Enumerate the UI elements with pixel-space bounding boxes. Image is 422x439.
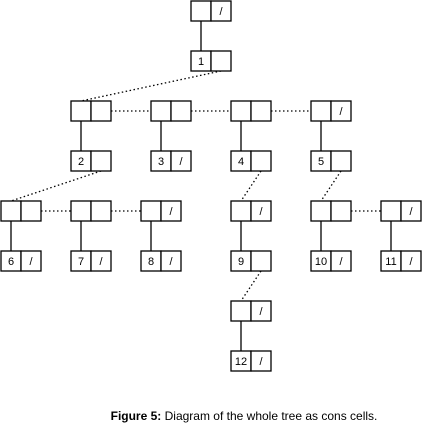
cdr-nil-marker: / bbox=[339, 106, 343, 118]
car-box bbox=[310, 200, 332, 222]
figure-caption-text: Diagram of the whole tree as cons cells. bbox=[164, 409, 378, 423]
figure-caption: Figure 5: Diagram of the whole tree as c… bbox=[0, 409, 422, 423]
car-box bbox=[70, 100, 92, 122]
car-box bbox=[190, 0, 212, 22]
car-label: 12 bbox=[235, 356, 247, 368]
cdr-box bbox=[400, 250, 422, 272]
cons-cell: 6/ bbox=[0, 250, 42, 272]
cdr-box bbox=[330, 100, 352, 122]
car-box bbox=[230, 100, 252, 122]
cons-cell: 10 / bbox=[310, 250, 352, 272]
cdr-box bbox=[250, 200, 272, 222]
cons-cell bbox=[70, 100, 112, 122]
cdr-box bbox=[210, 50, 232, 72]
car-box bbox=[310, 100, 332, 122]
cons-cell: / bbox=[140, 200, 182, 222]
cons-cell: / bbox=[230, 200, 272, 222]
cons-cell bbox=[230, 100, 272, 122]
car-label: 6 bbox=[8, 256, 14, 268]
cons-cell bbox=[0, 200, 42, 222]
cdr-box bbox=[400, 200, 422, 222]
cons-cell: 2 bbox=[70, 150, 112, 172]
car-label: 11 bbox=[385, 256, 396, 268]
car-label: 2 bbox=[78, 156, 84, 168]
cons-cell: 3/ bbox=[150, 150, 192, 172]
cdr-box bbox=[20, 250, 42, 272]
cdr-nil-marker: / bbox=[409, 206, 413, 218]
car-label: 7 bbox=[78, 256, 84, 268]
cdr-box bbox=[210, 0, 232, 22]
car-box bbox=[380, 200, 402, 222]
cdr-box bbox=[170, 150, 192, 172]
cdr-nil-marker: / bbox=[219, 6, 223, 18]
cdr-nil-marker: / bbox=[409, 256, 413, 268]
car-box bbox=[230, 200, 252, 222]
car-label: 8 bbox=[148, 256, 154, 268]
cdr-pointer bbox=[240, 270, 262, 302]
cons-cell bbox=[150, 100, 192, 122]
cdr-pointer bbox=[80, 70, 222, 102]
cdr-box bbox=[160, 250, 182, 272]
cons-cell: 8/ bbox=[140, 250, 182, 272]
cdr-nil-marker: / bbox=[169, 256, 173, 268]
cons-cell: 9 bbox=[230, 250, 272, 272]
cdr-box bbox=[250, 250, 272, 272]
cons-cell: / bbox=[380, 200, 422, 222]
cdr-box bbox=[90, 100, 112, 122]
cdr-nil-marker: / bbox=[29, 256, 33, 268]
car-label: 5 bbox=[318, 156, 324, 168]
cdr-box bbox=[330, 150, 352, 172]
cdr-nil-marker: / bbox=[339, 256, 343, 268]
cdr-box bbox=[170, 100, 192, 122]
cdr-box bbox=[250, 350, 272, 372]
cons-cell: 12 / bbox=[230, 350, 272, 372]
tree-links bbox=[10, 21, 392, 351]
cdr-box bbox=[330, 200, 352, 222]
cdr-pointer bbox=[10, 170, 102, 202]
cdr-nil-marker: / bbox=[259, 356, 263, 368]
cdr-nil-marker: / bbox=[259, 206, 263, 218]
cdr-nil-marker: / bbox=[179, 156, 183, 168]
figure-caption-label: Figure 5: bbox=[110, 409, 162, 423]
car-label: 10 bbox=[315, 256, 327, 268]
car-label: 3 bbox=[158, 156, 164, 168]
cons-cell: 1 bbox=[190, 50, 232, 72]
cdr-box bbox=[250, 100, 272, 122]
cdr-nil-marker: / bbox=[99, 256, 103, 268]
cdr-nil-marker: / bbox=[169, 206, 173, 218]
car-label: 4 bbox=[238, 156, 244, 168]
cons-cell: 7/ bbox=[70, 250, 112, 272]
cons-cell bbox=[310, 200, 352, 222]
cons-cell: 4 bbox=[230, 150, 272, 172]
car-label: 9 bbox=[238, 256, 244, 268]
cdr-nil-marker: / bbox=[259, 306, 263, 318]
cdr-box bbox=[90, 250, 112, 272]
car-label: 1 bbox=[198, 56, 204, 68]
cdr-pointer bbox=[320, 170, 342, 202]
cdr-box bbox=[250, 300, 272, 322]
cons-cell: / bbox=[190, 0, 232, 22]
cdr-pointer bbox=[240, 170, 262, 202]
cons-cell: / bbox=[310, 100, 352, 122]
cdr-box bbox=[90, 200, 112, 222]
cons-cell: / bbox=[230, 300, 272, 322]
cons-cell bbox=[70, 200, 112, 222]
cdr-box bbox=[90, 150, 112, 172]
cdr-box bbox=[330, 250, 352, 272]
car-box bbox=[150, 100, 172, 122]
car-box bbox=[70, 200, 92, 222]
car-box bbox=[230, 300, 252, 322]
car-box bbox=[140, 200, 162, 222]
cdr-box bbox=[20, 200, 42, 222]
cons-cell: 5 bbox=[310, 150, 352, 172]
car-box bbox=[0, 200, 22, 222]
cdr-box bbox=[160, 200, 182, 222]
cons-cell: 11 / bbox=[380, 250, 422, 272]
cdr-box bbox=[250, 150, 272, 172]
